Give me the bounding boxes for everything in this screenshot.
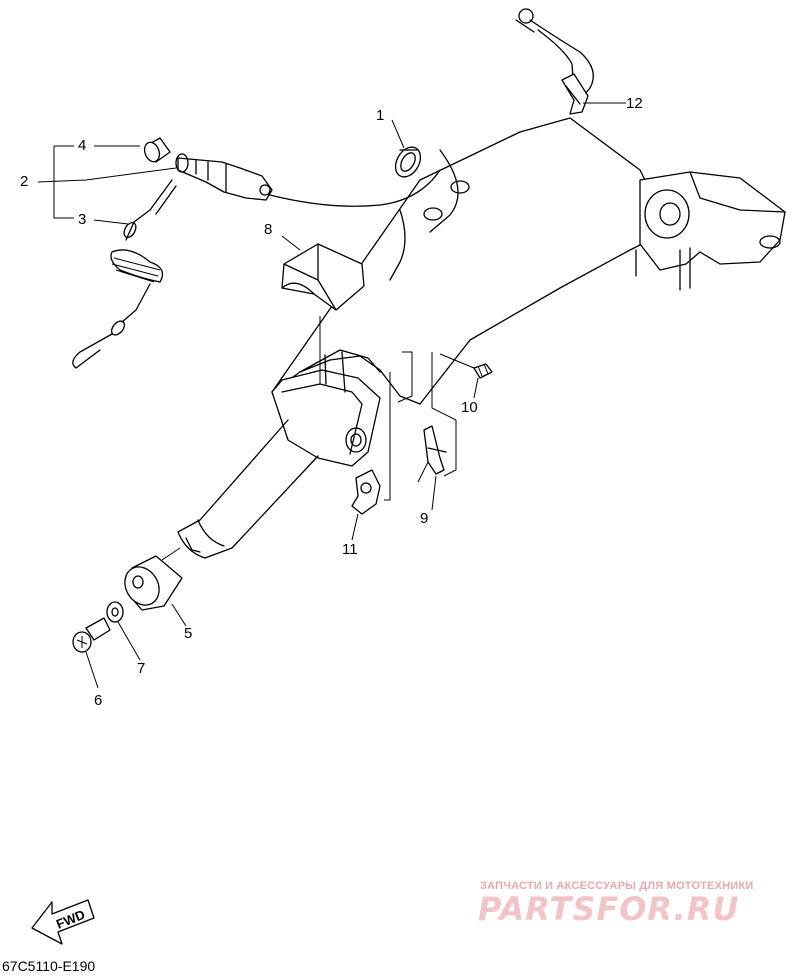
fwd-direction-arrow: FWD (31, 899, 95, 945)
lanyard-part-3 (72, 179, 177, 369)
callout-8: 8 (264, 221, 273, 238)
washer-part-7 (106, 601, 124, 623)
callout-3: 3 (78, 211, 87, 228)
callout-5: 5 (184, 625, 193, 642)
watermark-tagline: ЗАПЧАСТИ И АКСЕССУАРЫ ДЛЯ МОТОТЕХНИКИ (480, 880, 754, 892)
callout-6: 6 (94, 692, 103, 709)
grommet-part-1 (394, 146, 422, 178)
callout-9: 9 (420, 510, 429, 527)
callout-12: 12 (626, 95, 643, 112)
clip-part-9 (423, 425, 447, 475)
callout-11: 11 (342, 541, 358, 558)
grip-cover-part-8 (281, 243, 365, 311)
fwd-label: FWD (54, 907, 87, 932)
drawing-code: 67C5110-E190 (2, 958, 96, 974)
clamp-part-12 (561, 73, 589, 115)
callout-10: 10 (461, 399, 478, 416)
stop-switch-part-2 (175, 153, 273, 201)
assembly-guide-lines (161, 316, 475, 561)
callout-7: 7 (137, 660, 146, 677)
throttle-grip-part-5 (124, 555, 183, 611)
watermark-logo: PARTSFOR.RU (478, 890, 740, 928)
cap-part-4 (143, 137, 171, 163)
screw-part-6 (72, 617, 111, 653)
clip-part-11 (351, 469, 381, 515)
leader-lines (37, 102, 626, 689)
steering-handle (177, 8, 786, 559)
callout-1: 1 (376, 107, 385, 124)
callout-4: 4 (78, 137, 87, 154)
screw-part-10 (473, 363, 493, 379)
callout-2: 2 (20, 173, 29, 190)
